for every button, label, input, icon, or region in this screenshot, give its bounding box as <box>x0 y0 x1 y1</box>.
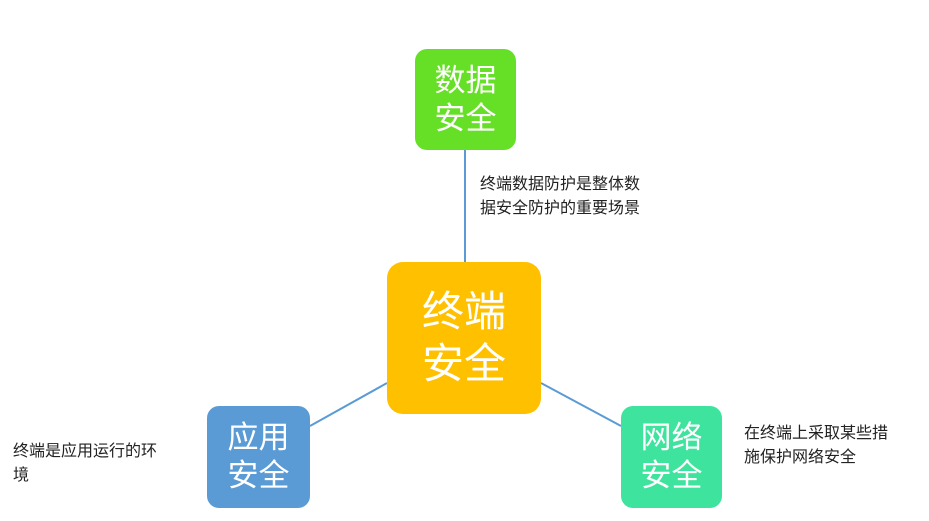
network-security-note-line2: 施保护网络安全 <box>744 447 857 466</box>
application-security-label-line1: 应用 <box>227 420 290 456</box>
endpoint-security-label-line2: 安全 <box>421 339 506 388</box>
connector-network <box>540 382 622 427</box>
data-security-note-line1: 终端数据防护是整体数 <box>480 174 641 193</box>
network-security-label-line1: 网络 <box>640 420 703 456</box>
application-security-node: 应用 安全 <box>207 406 310 508</box>
network-security-node: 网络 安全 <box>621 406 722 508</box>
network-security-label-line2: 安全 <box>640 458 703 494</box>
connector-application <box>309 382 388 427</box>
application-security-label-line2: 安全 <box>227 458 290 494</box>
application-security-note: 终端是应用运行的环 境 <box>13 439 193 487</box>
application-security-note-line2: 境 <box>13 465 30 484</box>
data-security-label-line1: 数据 <box>434 62 497 99</box>
endpoint-security-node: 终端 安全 <box>387 262 541 414</box>
network-security-note-line1: 在终端上采取某些措 <box>744 423 889 442</box>
endpoint-security-label-line1: 终端 <box>421 287 506 336</box>
application-security-note-line1: 终端是应用运行的环 <box>13 441 158 460</box>
data-security-node: 数据 安全 <box>415 49 516 150</box>
data-security-label-line2: 安全 <box>434 100 497 137</box>
data-security-note-line2: 据安全防护的重要场景 <box>480 198 641 217</box>
network-security-note: 在终端上采取某些措 施保护网络安全 <box>744 421 924 469</box>
data-security-note: 终端数据防护是整体数 据安全防护的重要场景 <box>480 172 680 220</box>
